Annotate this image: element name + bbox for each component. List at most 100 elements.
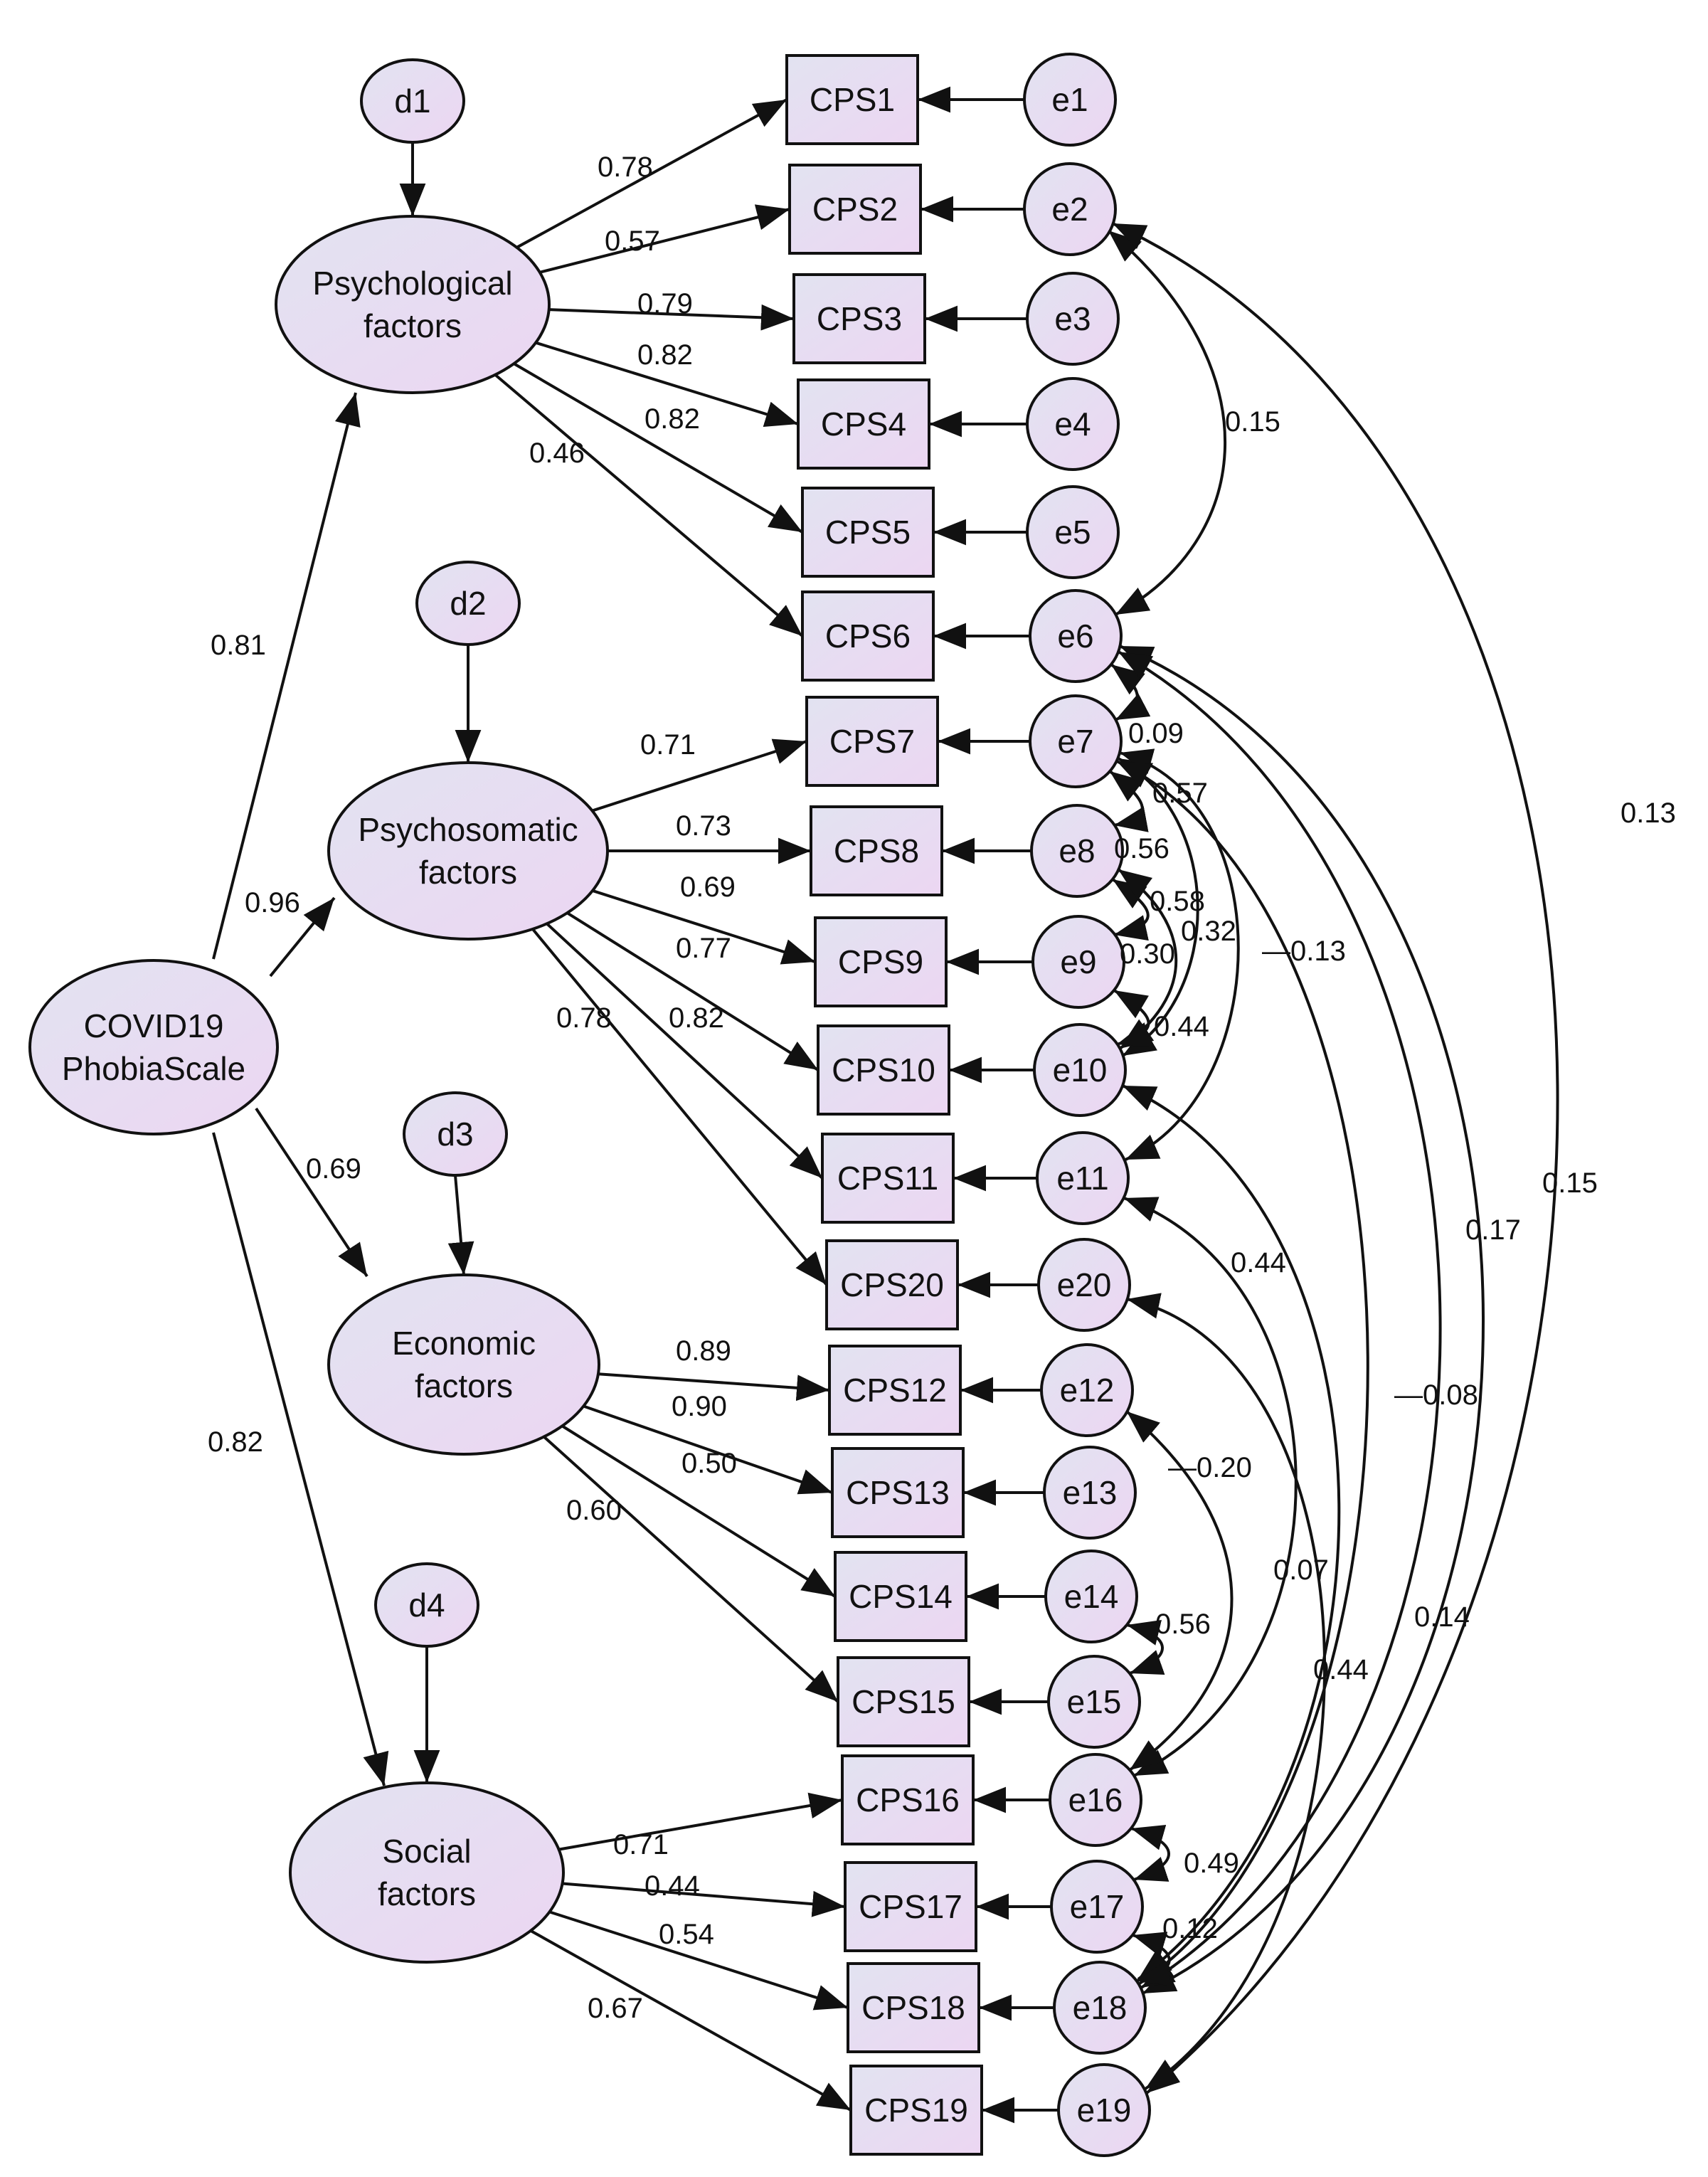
item-box-label: CPS20 (840, 1266, 944, 1303)
second-order-path-3 (255, 1107, 368, 1278)
item-box-label: CPS19 (864, 2092, 968, 2129)
cov-e16-e17 (1130, 1824, 1170, 1882)
cov-e17-e18 (1132, 1932, 1172, 1986)
item-box-label: CPS3 (817, 300, 902, 337)
error-node-label: e16 (1068, 1781, 1123, 1818)
psychosomatic-loading-cps10 (566, 911, 819, 1071)
psychological-factors-node-label: factors (364, 307, 462, 344)
cov-e6-e7 (1110, 663, 1151, 721)
item-box-shape (801, 590, 935, 682)
social-factors-node-label: Social (382, 1833, 471, 1870)
item-box-cps8: CPS8 (810, 805, 943, 896)
second-order-path-4 (212, 1132, 389, 1786)
error-node-e5: e5 (1026, 485, 1120, 579)
labels-layer: 0.810.960.690.820.780.570.790.820.820.46… (208, 152, 1676, 2024)
error-node-label: e1 (1051, 81, 1088, 118)
economic-loading-cps15 (543, 1435, 839, 1703)
item-box-cps12: CPS12 (828, 1345, 962, 1436)
error-node-label: e12 (1060, 1372, 1115, 1409)
cov-e6-e18-inner (1118, 650, 1442, 1989)
item-box-shape (825, 1239, 959, 1330)
psychological-loading-label: 0.46 (529, 438, 585, 469)
disturbance-d4: d4 (374, 1562, 479, 1648)
item-box-label: CPS14 (849, 1578, 953, 1615)
item-box-shape (847, 1962, 980, 2053)
error-node-e15: e15 (1047, 1655, 1141, 1749)
error-node-e1: e1 (1023, 53, 1117, 147)
disturbance-d2-shape (415, 561, 521, 646)
item-box-label: CPS5 (825, 514, 911, 551)
second-order-path-label: 0.69 (306, 1153, 361, 1185)
psychosomatic-loading-label: 0.71 (640, 729, 696, 761)
error-node-e3: e3 (1026, 272, 1120, 366)
item-box-cps16: CPS16 (841, 1754, 975, 1845)
item-box-shape (831, 1447, 965, 1538)
psychosomatic-factors-node-shape (327, 761, 609, 941)
economic-factors-node-label: Economic (392, 1325, 536, 1362)
item-box-label: CPS9 (838, 943, 923, 980)
item-box-cps4: CPS4 (797, 378, 930, 470)
error-node-shape (1036, 1131, 1130, 1225)
item-box-label: CPS10 (832, 1052, 935, 1088)
psychological-factors-node-shape (275, 215, 551, 394)
item-box-shape (801, 487, 935, 578)
item-box-shape (834, 1551, 967, 1642)
psychosomatic-loading-cps11 (546, 922, 824, 1180)
item-box-label: CPS6 (825, 618, 911, 655)
economic-loading-label: 0.60 (566, 1495, 622, 1526)
error-node-e19: e19 (1057, 2063, 1151, 2157)
cov-e8-e9 (1111, 878, 1150, 941)
item-box-shape (785, 54, 919, 145)
cov-label: 0.30 (1120, 938, 1175, 970)
psychological-loading-cps5 (513, 362, 804, 534)
item-box-label: CPS11 (837, 1160, 938, 1197)
item-box-cps9: CPS9 (814, 916, 948, 1007)
psychosomatic-loading-label: 0.69 (680, 872, 736, 903)
error-node-shape (1026, 485, 1120, 579)
social-loading-label: 0.71 (613, 1829, 669, 1860)
item-box-cps6: CPS6 (801, 590, 935, 682)
error-node-shape (1030, 804, 1124, 898)
cov-label: 0.49 (1184, 1848, 1239, 1879)
item-box-label: CPS12 (843, 1372, 947, 1409)
item-box-shape (805, 696, 939, 787)
error-node-e20: e20 (1037, 1238, 1131, 1332)
error-node-e11: e11 (1036, 1131, 1130, 1225)
cov-label: 0.15 (1542, 1167, 1598, 1199)
cov-label: 0.13 (1621, 798, 1676, 829)
error-node-e8: e8 (1030, 804, 1124, 898)
disturbance-d3: d3 (403, 1091, 508, 1177)
error-node-e9: e9 (1031, 915, 1125, 1009)
item-box-label: CPS15 (852, 1683, 955, 1720)
economic-loading-cps12 (598, 1372, 830, 1402)
cov-e7-e18 (1116, 760, 1369, 1985)
error-node-e18: e18 (1053, 1961, 1147, 2055)
second-order-path-2 (269, 896, 336, 978)
error-node-label: e17 (1070, 1888, 1125, 1925)
disturbance-d1-label: d1 (394, 83, 430, 120)
psychosomatic-factors-node-label: factors (419, 854, 517, 891)
item-box-label: CPS1 (810, 81, 895, 118)
item-box-cps20: CPS20 (825, 1239, 959, 1330)
disturbance-d1-shape (360, 58, 465, 144)
item-box-cps13: CPS13 (831, 1447, 965, 1538)
item-box-cps11: CPS11 (821, 1133, 955, 1224)
economic-loading-label: 0.50 (681, 1448, 737, 1479)
psychosomatic-loading-cps9 (592, 889, 816, 965)
error-node-label: e5 (1054, 514, 1091, 551)
social-factors-node-shape (289, 1781, 565, 1964)
error-node-label: e15 (1067, 1683, 1122, 1720)
covid19-phobia-scale-node-label: PhobiaScale (62, 1050, 245, 1087)
psychological-loading-label: 0.82 (645, 403, 700, 435)
cov-label: 0.57 (1152, 778, 1208, 809)
error-node-shape (1026, 272, 1120, 366)
error-node-e16: e16 (1049, 1753, 1142, 1847)
economic-loading-cps13 (583, 1404, 833, 1495)
economic-loading-cps14 (561, 1424, 837, 1598)
error-node-shape (1029, 694, 1123, 788)
item-box-label: CPS18 (861, 1989, 965, 2026)
